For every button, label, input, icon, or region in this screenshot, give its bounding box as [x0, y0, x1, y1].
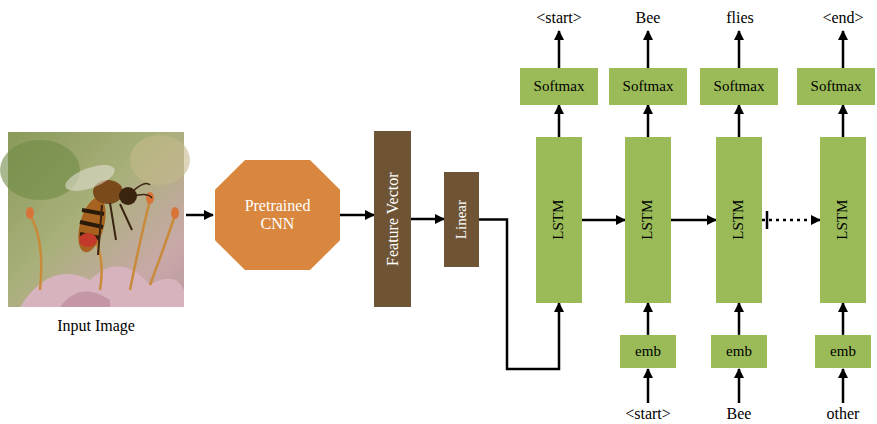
connector-arrow [842, 105, 845, 137]
output-word: Bee [636, 9, 661, 27]
node-text: emb [726, 343, 752, 360]
embedding-box: emb [815, 335, 871, 368]
blur-leaf [0, 140, 80, 200]
node-text: Linear [453, 200, 470, 239]
connector-arrow [558, 105, 561, 137]
lstm-cell: LSTM [625, 137, 671, 303]
connector-arrow [340, 214, 374, 217]
input-word: <start> [625, 405, 671, 423]
connector-arrow [738, 105, 741, 137]
input-arrows [648, 369, 843, 403]
connector-arrow [671, 219, 716, 222]
linear-layer: Linear [444, 172, 479, 267]
node-text: Softmax [811, 78, 862, 95]
connector-arrow [738, 303, 741, 335]
softmax-box: Softmax [609, 68, 687, 105]
sequence-tick [766, 211, 769, 229]
node-text: Softmax [623, 78, 674, 95]
connector-arrow [647, 105, 650, 137]
image-caption: Input Image [57, 317, 135, 335]
dotted-arrow [762, 219, 820, 222]
embedding-box: emb [711, 335, 767, 368]
connector-arrow [582, 219, 625, 222]
node-text: Pretrained CNN [230, 197, 326, 234]
softmax-box: Softmax [797, 68, 875, 105]
output-word: flies [726, 9, 754, 27]
softmax-box: Softmax [520, 68, 598, 105]
node-text: Softmax [534, 78, 585, 95]
output-word: <end> [822, 9, 863, 27]
stamens [30, 200, 175, 290]
node-text: LSTM [639, 200, 656, 240]
input-word: Bee [727, 405, 752, 423]
blur-patch [130, 135, 190, 185]
node-text: Softmax [714, 78, 765, 95]
connector-arrow [842, 303, 845, 335]
cnn-block: Pretrained CNN [215, 160, 340, 270]
octagon-fill [215, 160, 340, 270]
image-arrow [186, 214, 213, 217]
lstm-cell: LSTM [716, 137, 762, 303]
node-text: LSTM [550, 200, 567, 240]
lstm-cell: LSTM [536, 137, 582, 303]
node-text: LSTM [730, 200, 747, 240]
feature-vector: Feature Vector [374, 131, 411, 307]
softmax-box: Softmax [700, 68, 778, 105]
embedding-box: emb [620, 335, 676, 368]
connector-arrow [411, 218, 444, 221]
node-text: LSTM [834, 200, 851, 240]
output-word: <start> [536, 9, 582, 27]
bee [62, 160, 152, 255]
node-text: Feature Vector [383, 172, 401, 265]
output-arrows [559, 31, 843, 68]
input-photo [0, 132, 190, 307]
node-text: emb [830, 343, 856, 360]
lstm-cell: LSTM [820, 137, 866, 303]
flower-petals [60, 291, 110, 307]
connector-arrow [647, 303, 650, 335]
node-text: emb [635, 343, 661, 360]
input-word: other [827, 405, 860, 423]
